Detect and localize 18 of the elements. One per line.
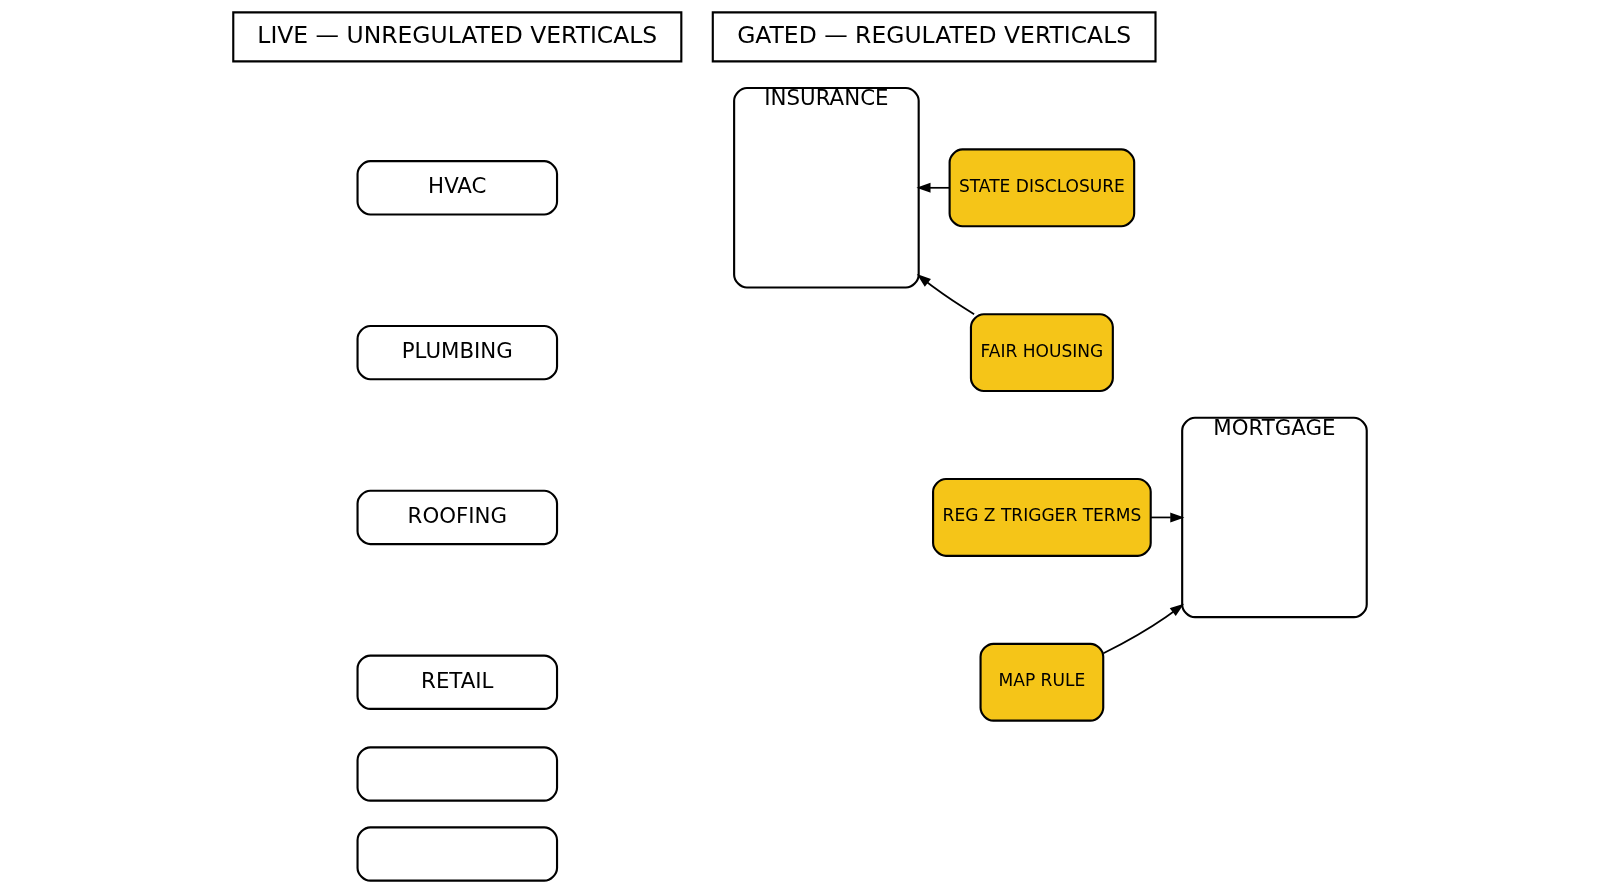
arrow [1102, 603, 1185, 655]
node-box: REG Z TRIGGER TERMS [932, 477, 1152, 557]
node-box: ROOFING [356, 489, 559, 546]
arrow [1150, 512, 1185, 523]
arrow [916, 274, 975, 316]
node-box: LIVE — UNREGULATED VERTICALS [232, 11, 683, 63]
arrow [916, 182, 951, 193]
node-box: RETAIL [356, 654, 559, 710]
node-box: MORTGAGE [1181, 416, 1368, 619]
node-box: PLUMBING [356, 324, 559, 381]
node-box: FAIR HOUSING [969, 313, 1114, 393]
node-box [356, 746, 559, 802]
node-box [356, 826, 559, 882]
node-box: STATE DISCLOSURE [948, 148, 1136, 228]
node-box: GATED — REGULATED VERTICALS [711, 11, 1157, 63]
node-box: INSURANCE [733, 87, 920, 289]
node-box: MAP RULE [979, 642, 1105, 722]
node-box: HVAC [356, 160, 559, 216]
